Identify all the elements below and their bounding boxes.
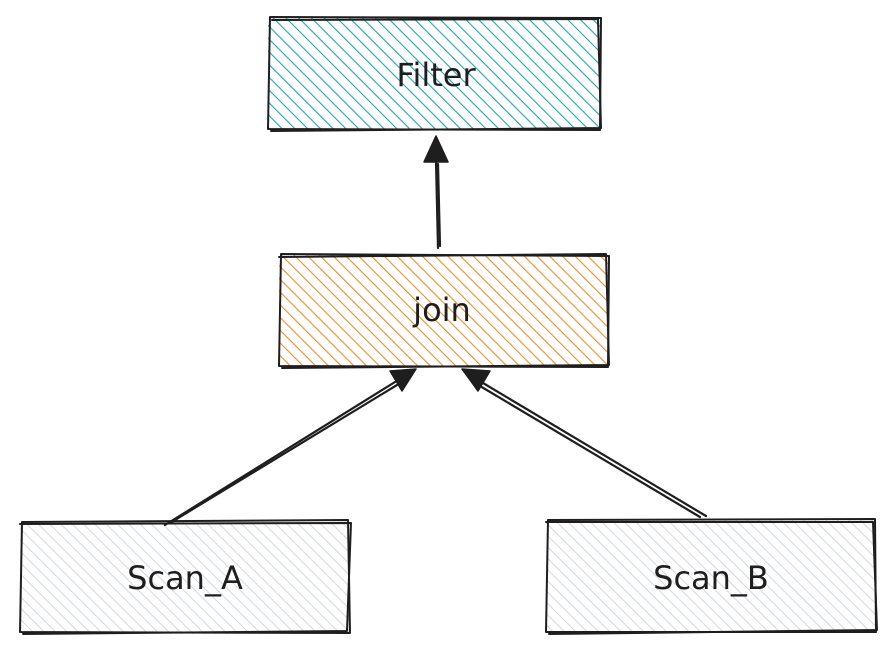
scan-a-node[interactable]: Scan_A bbox=[19, 519, 352, 635]
join-label: join bbox=[412, 291, 471, 329]
edge-scan-b-to-join bbox=[461, 368, 708, 519]
join-node[interactable]: join bbox=[278, 253, 610, 369]
arrow-head-scan-b bbox=[461, 368, 491, 392]
filter-node[interactable]: Filter bbox=[267, 16, 602, 132]
scan-b-node[interactable]: Scan_B bbox=[545, 518, 878, 635]
arrow-head-filter bbox=[423, 135, 449, 163]
edge-scan-a-to-join bbox=[163, 368, 417, 527]
filter-label: Filter bbox=[396, 56, 476, 94]
scan-b-label: Scan_B bbox=[653, 559, 769, 597]
arrow-head-scan-a bbox=[389, 368, 417, 392]
edge-join-to-filter bbox=[423, 135, 449, 250]
scan-a-label: Scan_A bbox=[127, 559, 243, 597]
